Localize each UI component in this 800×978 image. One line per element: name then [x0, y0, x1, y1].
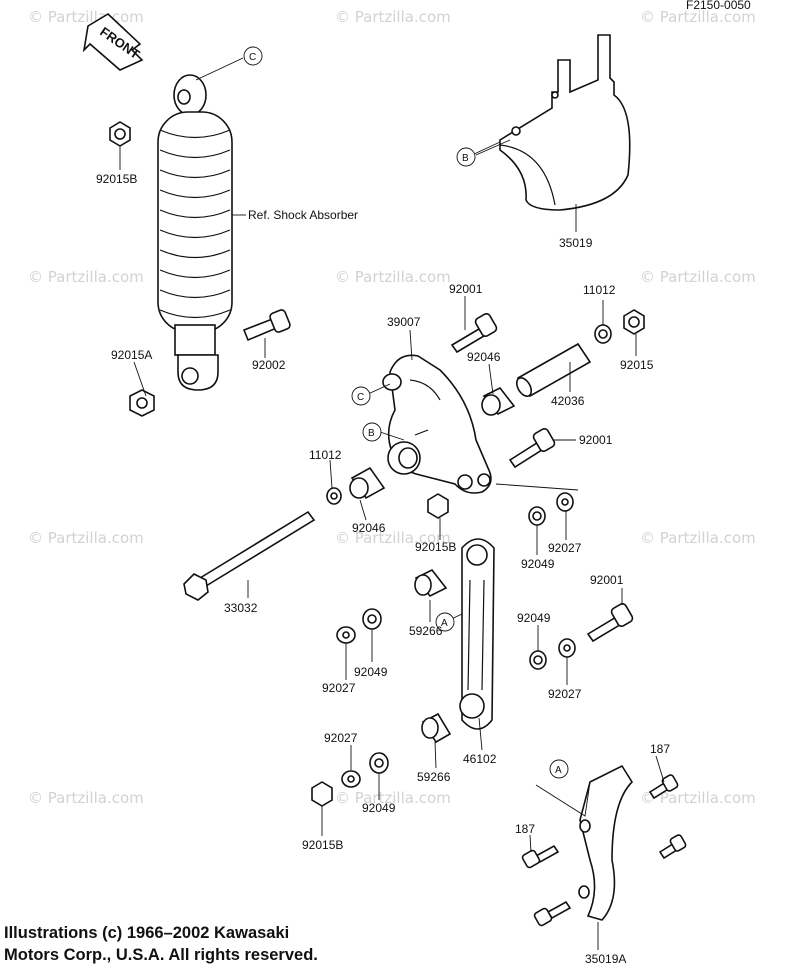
leader-lines — [119, 57, 665, 950]
part-number: 92027 — [548, 541, 582, 555]
bolt-187-bottom — [533, 900, 572, 927]
part-number: 92046 — [467, 350, 501, 364]
washer-92049-middle-left — [362, 608, 382, 630]
tie-rod-46102 — [459, 538, 495, 730]
part-number: 33032 — [224, 601, 258, 615]
part-number: 92049 — [362, 801, 396, 815]
bolt-92002 — [242, 309, 291, 342]
watermark: © Partzilla.com — [28, 8, 144, 26]
part-number: 35019 — [559, 236, 593, 250]
part-number: 92015 — [620, 358, 654, 372]
watermark: © Partzilla.com — [335, 529, 451, 547]
guard-35019a — [578, 764, 634, 921]
svg-text:B: B — [462, 153, 469, 164]
callout-a-tie-rod: A — [435, 612, 455, 632]
part-number: 92027 — [322, 681, 356, 695]
watermark: © Partzilla.com — [28, 529, 144, 547]
watermark: © Partzilla.com — [335, 268, 451, 286]
collar-59266-lower — [421, 712, 452, 744]
ref-shock-absorber-note: Ref. Shock Absorber — [248, 208, 358, 222]
seal-11012-upper — [594, 324, 612, 344]
part-number: 39007 — [387, 315, 421, 329]
part-number: 59266 — [417, 770, 451, 784]
part-number: 11012 — [309, 448, 342, 462]
watermarks: © Partzilla.com © Partzilla.com © Partzi… — [28, 8, 756, 807]
svg-text:B: B — [368, 428, 375, 439]
part-number-labels: Ref. Shock Absorber 92015B 92015A 92002 … — [96, 172, 670, 966]
part-number: 92001 — [579, 433, 613, 447]
collar-42036 — [515, 342, 592, 398]
watermark: © Partzilla.com — [28, 789, 144, 807]
part-number: 92001 — [449, 282, 483, 296]
washer-92049-middle-right — [529, 650, 547, 670]
bolt-92001-upper — [450, 313, 498, 354]
part-number: 35019A — [585, 952, 626, 966]
part-number: 11012 — [583, 283, 616, 297]
svg-text:C: C — [249, 52, 256, 63]
seal-11012-lower — [326, 487, 342, 505]
washer-92027-upper — [556, 492, 574, 512]
nut-92015a — [129, 389, 155, 417]
bushing-92046-upper — [481, 386, 516, 416]
part-number: 92015A — [111, 348, 152, 362]
watermark: © Partzilla.com — [28, 268, 144, 286]
guard-35019 — [499, 34, 631, 211]
callout-c-top: C — [243, 46, 263, 66]
callout-a-guard: A — [549, 759, 569, 779]
watermark: © Partzilla.com — [335, 8, 451, 26]
copyright-notice: Illustrations (c) 1966–2002 Kawasaki Mot… — [4, 922, 318, 966]
bolt-187-upper-right — [648, 774, 679, 800]
part-number: 92015B — [302, 838, 343, 852]
part-number: 92002 — [252, 358, 286, 372]
watermark: © Partzilla.com — [640, 529, 756, 547]
part-number: 92027 — [548, 687, 582, 701]
bolt-187-left — [521, 844, 560, 869]
nut-92015b-bottom — [311, 781, 333, 807]
watermark: © Partzilla.com — [335, 789, 451, 807]
part-number: 59266 — [409, 624, 443, 638]
rocker-arm-39007 — [382, 354, 492, 494]
copyright-line-1: Illustrations (c) 1966–2002 Kawasaki — [4, 924, 290, 942]
shock-absorber — [157, 74, 233, 391]
svg-text:A: A — [441, 618, 448, 629]
part-number: 187 — [650, 742, 670, 756]
part-number: 42036 — [551, 394, 585, 408]
part-number: 92049 — [521, 557, 555, 571]
nut-92015b-top — [109, 121, 131, 147]
bolt-33032 — [183, 510, 316, 601]
part-number: 92049 — [517, 611, 551, 625]
copyright-line-2: Motors Corp., U.S.A. All rights reserved… — [4, 946, 318, 964]
bushing-92046-lower — [349, 466, 386, 500]
part-number: 92049 — [354, 665, 388, 679]
watermark: © Partzilla.com — [640, 268, 756, 286]
watermark: © Partzilla.com — [640, 789, 756, 807]
collar-59266-upper — [414, 568, 448, 598]
washer-92049-upper — [528, 506, 546, 526]
part-number: 92027 — [324, 731, 358, 745]
part-number: 46102 — [463, 752, 497, 766]
nut-92015 — [623, 309, 645, 335]
part-number: 92001 — [590, 573, 624, 587]
part-number: 92046 — [352, 521, 386, 535]
bolt-92001-middle — [508, 428, 556, 469]
part-number: 92015B — [415, 540, 456, 554]
callout-b-top: B — [456, 147, 476, 167]
washer-92027-bottom — [341, 770, 361, 788]
bolt-187-right-lower — [658, 834, 687, 860]
washer-92049-bottom — [369, 752, 389, 774]
callout-b-rocker: B — [362, 422, 382, 442]
svg-text:C: C — [357, 392, 364, 403]
callout-c-rocker: C — [351, 386, 371, 406]
washer-92027-middle-right — [558, 638, 576, 658]
part-number: 92015B — [96, 172, 137, 186]
part-number: 187 — [515, 822, 535, 836]
figure-code: F2150-0050 — [686, 0, 751, 12]
washer-92027-middle-left — [336, 626, 356, 644]
svg-text:A: A — [555, 765, 562, 776]
watermark: © Partzilla.com — [640, 8, 756, 26]
bolt-92001-lower — [586, 603, 634, 643]
nut-92015b-mid — [427, 493, 449, 519]
